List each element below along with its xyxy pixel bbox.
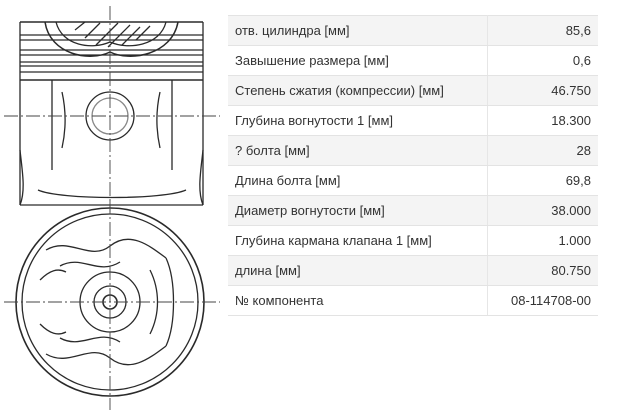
spec-value: 1.000 [487,225,598,256]
spec-row: Глубина вогнутости 1 [мм]18.300 [228,105,598,136]
spec-row: Диаметр вогнутости [мм]38.000 [228,195,598,226]
spec-row: отв. цилиндра [мм]85,6 [228,15,598,46]
spec-label: Завышение размера [мм] [228,45,488,76]
spec-label: длина [мм] [228,255,488,286]
piston-side-view [19,21,204,206]
spec-label: Диаметр вогнутости [мм] [228,195,488,226]
spec-row: Длина болта [мм]69,8 [228,165,598,196]
spec-label: Глубина кармана клапана 1 [мм] [228,225,488,256]
spec-row: Завышение размера [мм]0,6 [228,45,598,76]
spec-row: Глубина кармана клапана 1 [мм]1.000 [228,225,598,256]
spec-label: Глубина вогнутости 1 [мм] [228,105,488,136]
spec-label: отв. цилиндра [мм] [228,15,488,46]
centerlines [4,6,220,410]
spec-value: 38.000 [487,195,598,226]
spec-label: № компонента [228,285,488,316]
spec-row: длина [мм]80.750 [228,255,598,286]
piston-technical-drawing [4,6,220,410]
spec-row: Степень сжатия (компрессии) [мм]46.750 [228,75,598,106]
spec-value: 69,8 [487,165,598,196]
spec-value: 0,6 [487,45,598,76]
spec-label: Длина болта [мм] [228,165,488,196]
spec-label: ? болта [мм] [228,135,488,166]
spec-value: 85,6 [487,15,598,46]
spec-value: 80.750 [487,255,598,286]
spec-label: Степень сжатия (компрессии) [мм] [228,75,488,106]
spec-value: 18.300 [487,105,598,136]
spec-value: 08-114708-00 [487,285,598,316]
spec-value: 46.750 [487,75,598,106]
spec-value: 28 [487,135,598,166]
spec-row: ? болта [мм]28 [228,135,598,166]
